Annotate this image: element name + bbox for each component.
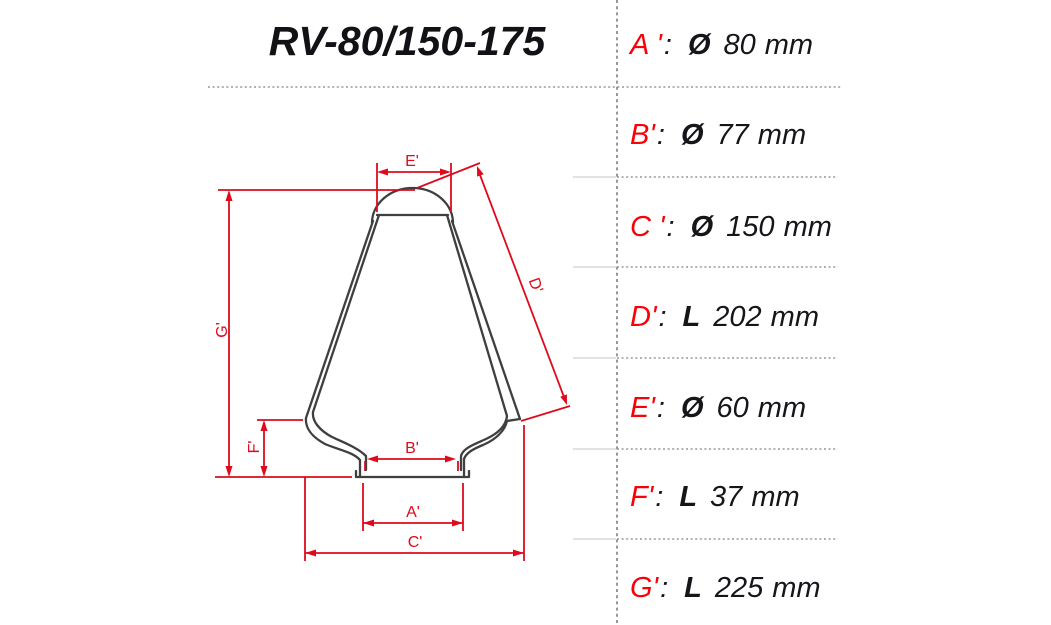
- diameter-symbol: Ø: [687, 28, 711, 61]
- spec-unit: mm: [757, 391, 807, 424]
- spec-value: 150: [726, 210, 775, 243]
- dim-label-D: D': [525, 276, 546, 296]
- dimension-A: A': [362, 483, 464, 531]
- spec-colon: :: [655, 480, 664, 513]
- dim-label-B: B': [405, 440, 419, 457]
- length-symbol: L: [679, 480, 698, 513]
- dimension-F: F': [246, 419, 303, 477]
- spec-value: 77: [716, 118, 749, 151]
- dimension-C: C': [304, 425, 525, 561]
- dimension-B: B': [364, 440, 459, 471]
- spec-label: A ': [630, 28, 662, 61]
- dimension-E: E': [376, 153, 452, 212]
- spec-label: D': [630, 300, 657, 333]
- spec-colon: :: [660, 571, 669, 604]
- diameter-symbol: Ø: [690, 210, 714, 243]
- spec-colon: :: [656, 391, 665, 424]
- spec-unit: mm: [757, 118, 807, 151]
- spec-unit: mm: [783, 210, 832, 243]
- part-profile: [304, 186, 522, 479]
- spec-unit: mm: [770, 300, 819, 333]
- diameter-symbol: Ø: [680, 391, 704, 424]
- dim-label-G: G': [214, 322, 231, 338]
- spec-colon: :: [656, 118, 665, 151]
- spec-value: 202: [713, 300, 762, 333]
- spec-colon: :: [666, 210, 675, 243]
- spec-unit: mm: [764, 28, 814, 61]
- dimension-D: D': [416, 162, 571, 422]
- length-symbol: L: [684, 571, 702, 604]
- spec-value: 80: [723, 28, 756, 61]
- spec-unit: mm: [772, 571, 821, 604]
- spec-label: F': [630, 480, 654, 513]
- dim-label-F: F': [246, 441, 263, 454]
- spec-label: C ': [630, 210, 665, 243]
- spec-value: 60: [716, 391, 749, 424]
- spec-label: B': [630, 118, 655, 151]
- spec-value: 37: [710, 480, 743, 513]
- page-title: RV-80/150-175: [268, 18, 546, 64]
- dome-cap: [370, 186, 455, 225]
- spec-value: 225: [714, 571, 764, 604]
- dimension-G: G': [214, 189, 415, 478]
- diameter-symbol: Ø: [680, 118, 704, 151]
- spec-label: G': [630, 571, 659, 604]
- spec-unit: mm: [751, 480, 800, 513]
- spec-colon: :: [658, 300, 667, 333]
- dim-label-A: A': [406, 504, 420, 521]
- dim-label-C: C': [408, 534, 423, 551]
- spec-colon: :: [663, 28, 672, 61]
- dim-label-E: E': [405, 153, 419, 170]
- length-symbol: L: [682, 300, 701, 333]
- spec-label: E': [630, 391, 655, 424]
